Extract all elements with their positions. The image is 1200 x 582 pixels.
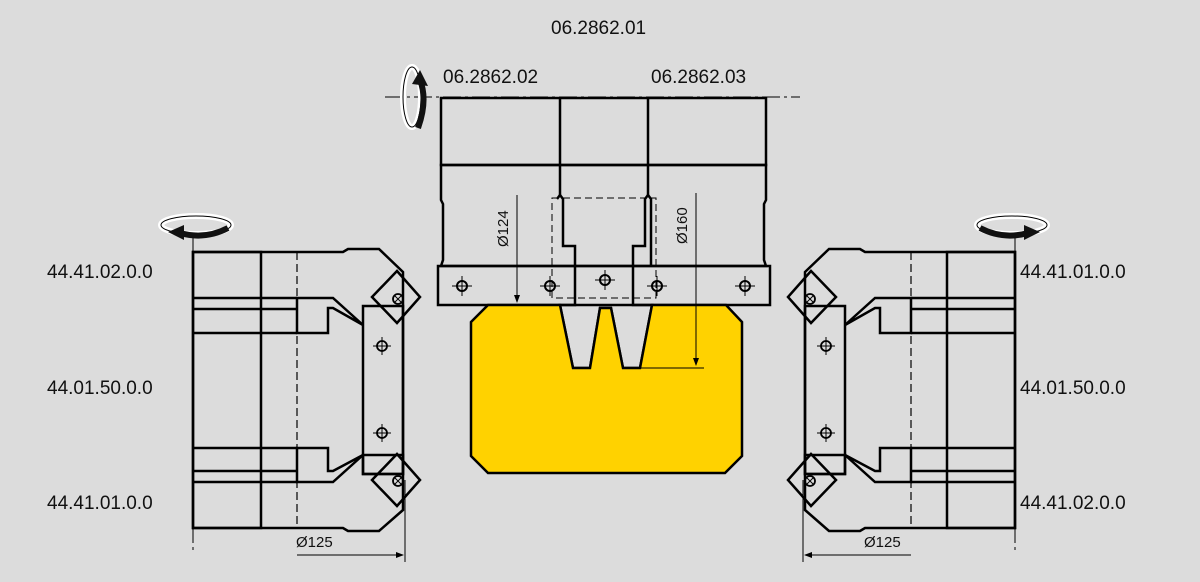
label-top-left-tool: 06.2862.02 [443,67,539,88]
label-top-right-tool: 06.2862.03 [651,67,747,88]
dimension-label-d124: Ø124 [495,210,512,247]
rotation-icon-top [400,64,428,130]
label-left-top: 44.41.02.0.0 [47,262,153,283]
bolt-holes [456,274,751,292]
label-left-middle: 44.01.50.0.0 [47,378,153,399]
label-right-bottom: 44.41.02.0.0 [1020,493,1126,514]
dimension-label-d125-right: Ø125 [864,534,901,551]
label-left-bottom: 44.41.01.0.0 [47,493,153,514]
label-main-tool: 06.2862.01 [551,18,647,39]
dimension-label-d125-left: Ø125 [296,534,333,551]
dimension-d160 [640,193,704,369]
workpiece [469,303,744,475]
label-right-middle: 44.01.50.0.0 [1020,378,1126,399]
dimension-label-d160: Ø160 [674,207,691,244]
left-cutter-assembly [158,213,422,562]
rotation-icon [158,213,234,240]
right-cutter-assembly [788,216,1047,562]
label-right-top: 44.41.01.0.0 [1020,262,1126,283]
